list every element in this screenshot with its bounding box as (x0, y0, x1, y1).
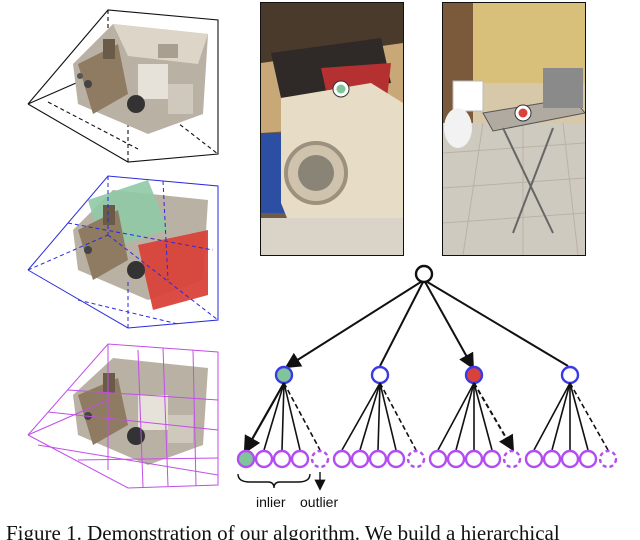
photo-washing-machine (260, 2, 404, 256)
figure-caption: Figure 1. Demonstration of our algorithm… (6, 521, 560, 540)
cluster-node-green (274, 365, 294, 385)
cluster-node-red (464, 365, 484, 385)
cluster-node (560, 365, 580, 385)
root-node (414, 264, 434, 284)
scene-level-3 (18, 340, 238, 490)
scene-level-1 (18, 4, 238, 164)
inlier-brace (237, 473, 311, 489)
photo-ironing-board (442, 2, 586, 256)
hierarchy-tree: inlier outlier (228, 260, 640, 512)
inlier-label: inlier (256, 494, 286, 510)
outlier-label: outlier (300, 494, 338, 510)
cluster-node (370, 365, 390, 385)
scene-level-2 (18, 170, 238, 330)
